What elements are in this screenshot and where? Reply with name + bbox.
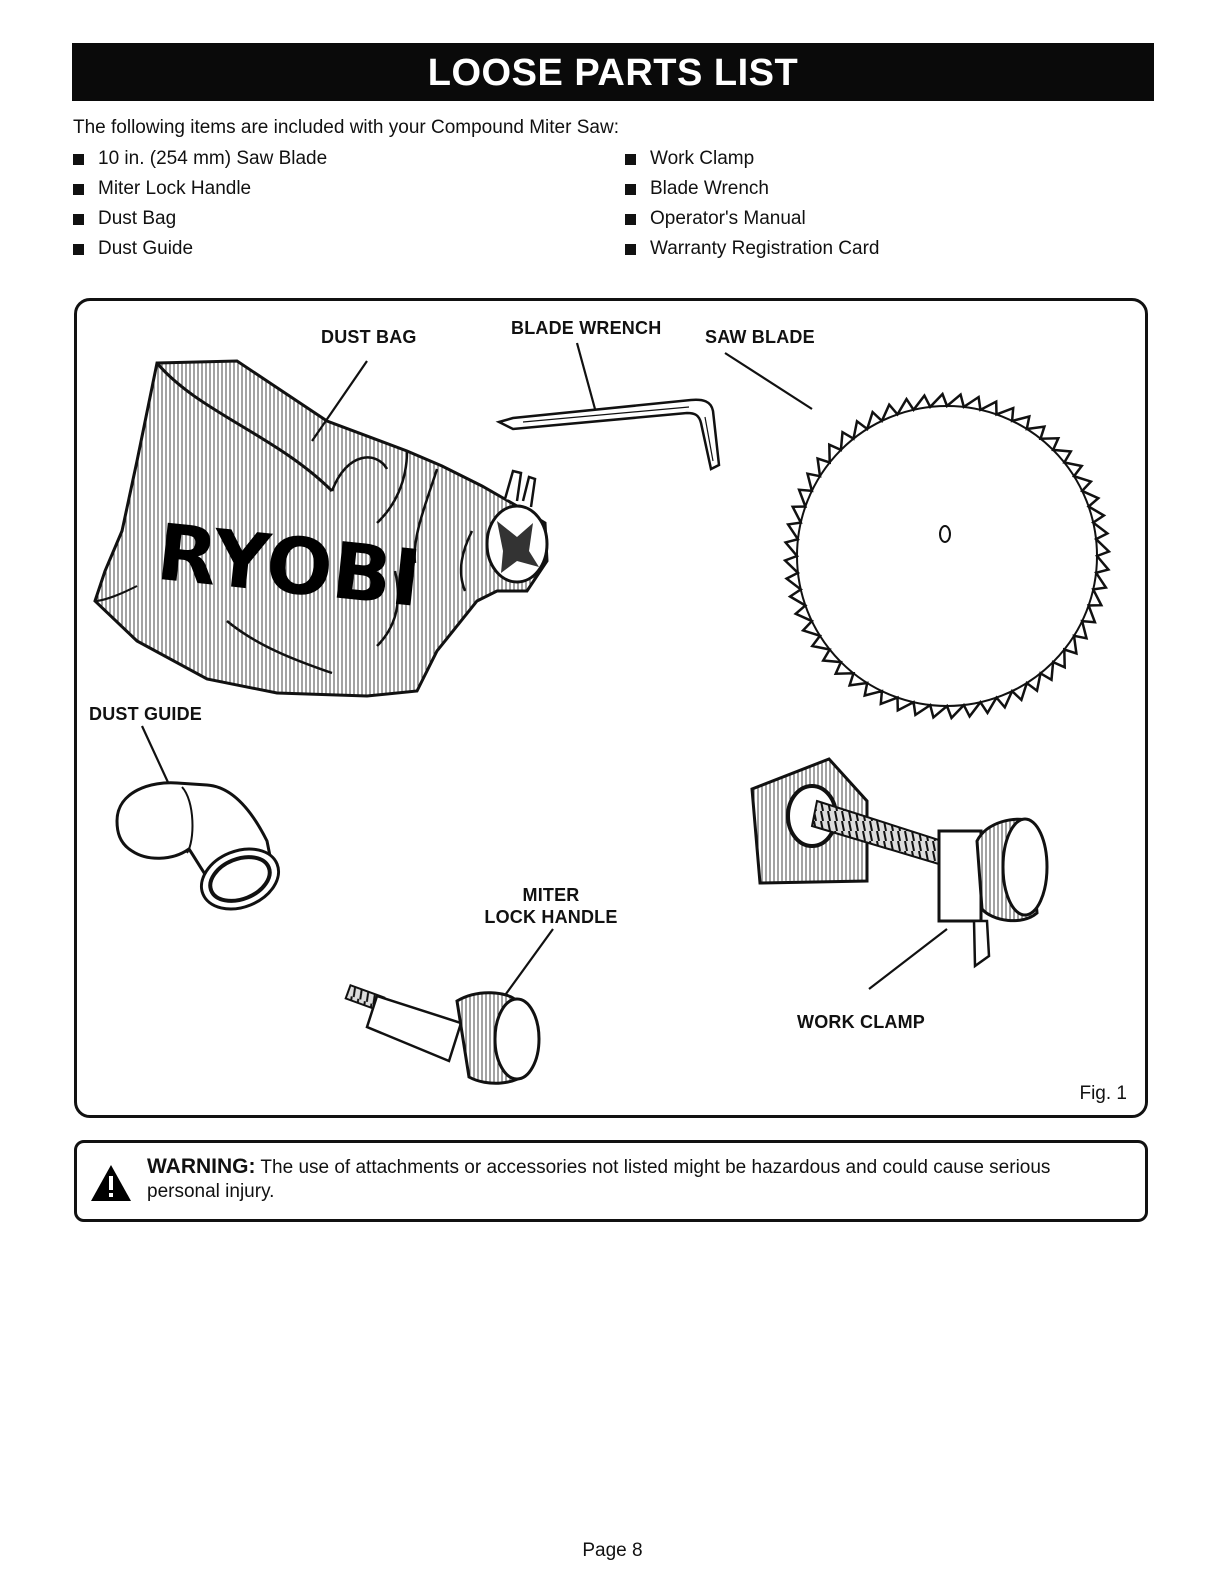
parts-list-right: Work Clamp Blade Wrench Operator's Manua… (624, 144, 879, 264)
dust-bag-drawing: RYOBI (93, 359, 549, 698)
bullet-icon (73, 244, 84, 255)
blade-wrench-drawing (495, 398, 721, 471)
figure-label: Fig. 1 (1079, 1083, 1127, 1104)
list-item: Warranty Registration Card (624, 234, 879, 264)
bullet-icon (625, 244, 636, 255)
list-item: Work Clamp (624, 144, 879, 174)
bullet-icon (625, 184, 636, 195)
list-item: Blade Wrench (624, 174, 879, 204)
bullet-icon (73, 214, 84, 225)
warning-triangle-icon (91, 1165, 131, 1201)
list-item: Dust Bag (72, 204, 327, 234)
saw-blade-drawing (782, 391, 1112, 721)
warning-box: WARNING: The use of attachments or acces… (74, 1140, 1148, 1222)
parts-illustration: RYOBI (93, 342, 1112, 1085)
page-title: LOOSE PARTS LIST (72, 43, 1154, 101)
figure-panel: RYOBI (74, 298, 1148, 1118)
label-dust-bag: DUST BAG (321, 327, 417, 347)
bullet-icon (73, 184, 84, 195)
intro-text: The following items are included with yo… (73, 117, 619, 138)
bullet-icon (73, 154, 84, 165)
label-blade-wrench: BLADE WRENCH (511, 318, 662, 338)
label-work-clamp: WORK CLAMP (797, 1012, 925, 1032)
warning-text: WARNING: The use of attachments or acces… (147, 1155, 1051, 1202)
parts-list-left: 10 in. (254 mm) Saw Blade Miter Lock Han… (72, 144, 327, 264)
label-miter-lock-handle: MITER LOCK HANDLE (484, 885, 618, 927)
list-item: Operator's Manual (624, 204, 879, 234)
miter-lock-handle-drawing (344, 983, 541, 1085)
warning-label: WARNING: (147, 1155, 256, 1178)
work-clamp-drawing (750, 757, 1049, 969)
bullet-icon (625, 154, 636, 165)
bullet-icon (625, 214, 636, 225)
list-item: Miter Lock Handle (72, 174, 327, 204)
label-saw-blade: SAW BLADE (705, 327, 815, 347)
label-dust-guide: DUST GUIDE (89, 704, 203, 724)
list-item: 10 in. (254 mm) Saw Blade (72, 144, 327, 174)
dust-guide-drawing (115, 781, 281, 911)
list-item: Dust Guide (72, 234, 327, 264)
page-number: Page 8 (582, 1540, 643, 1561)
leader-lines (141, 342, 948, 1010)
